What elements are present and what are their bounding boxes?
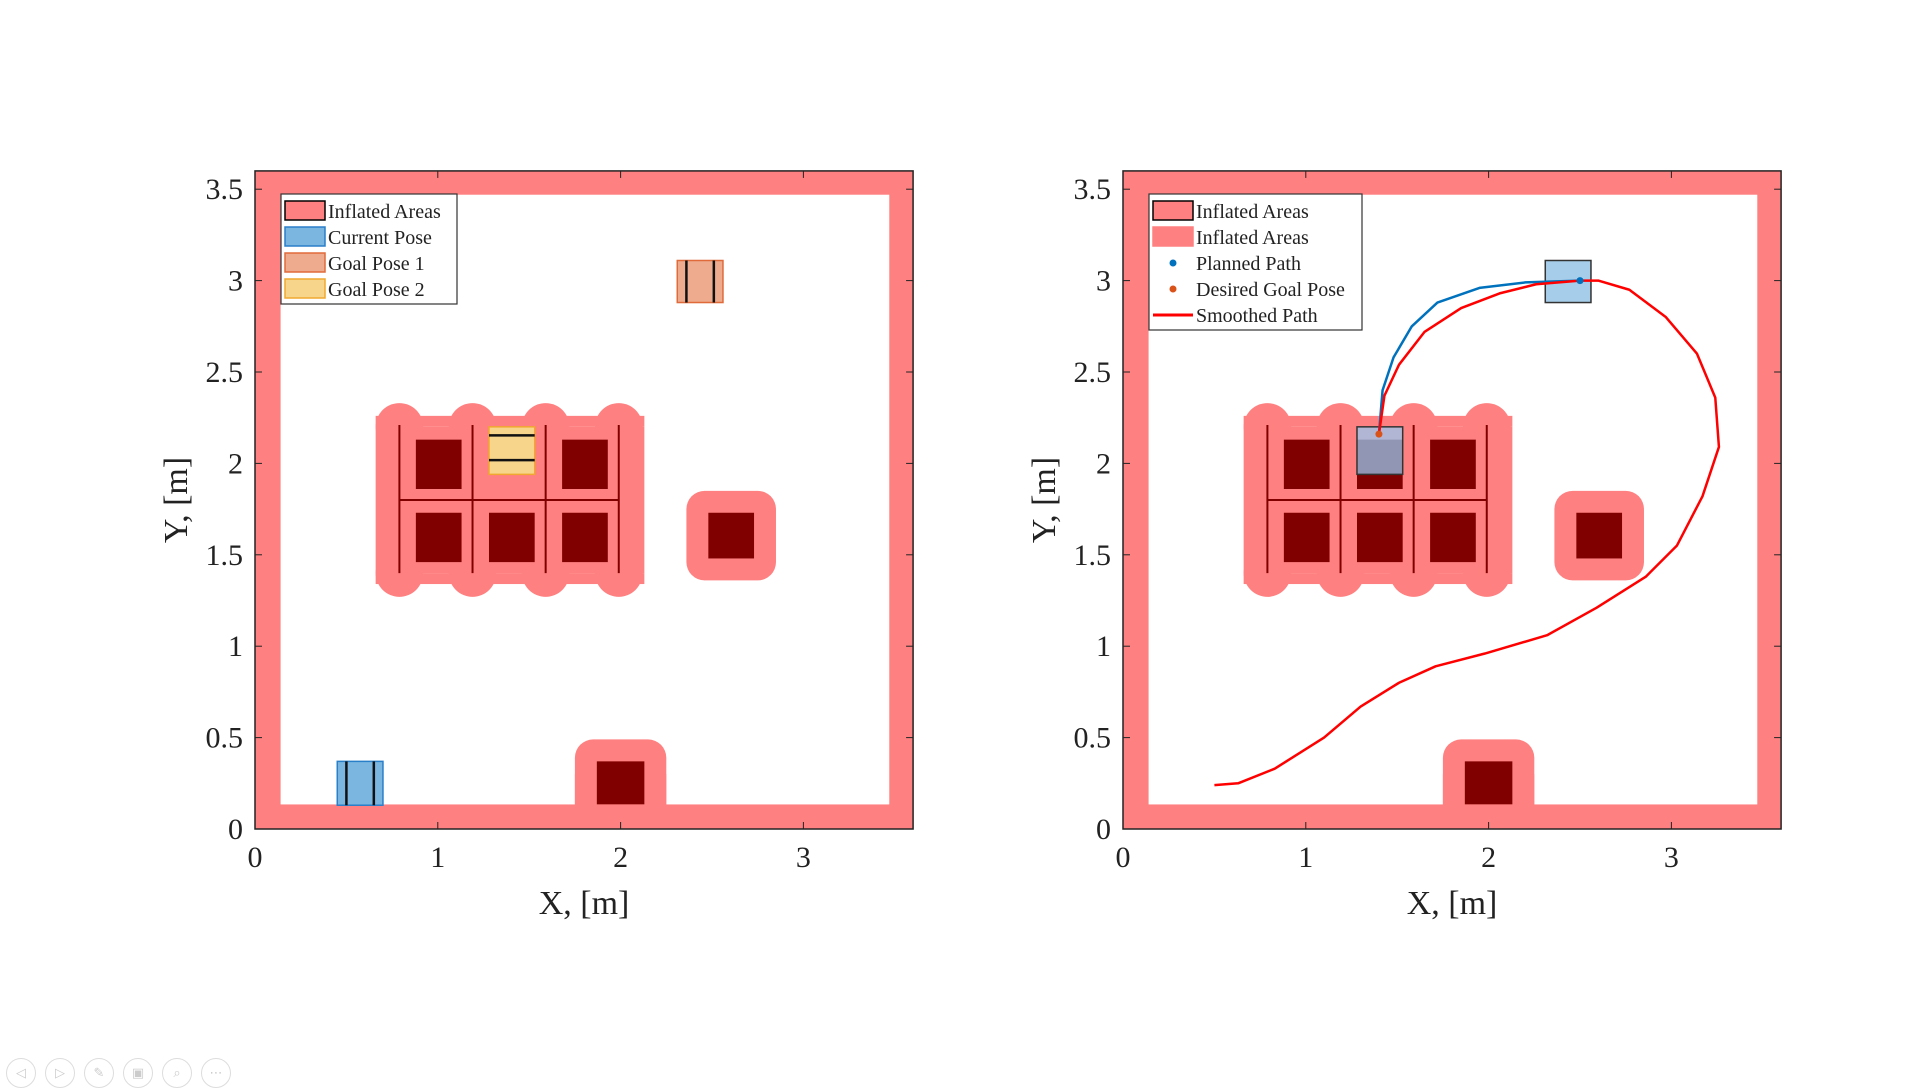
y-tick-label: 0.5	[206, 722, 244, 755]
next-icon[interactable]: ▷	[45, 1058, 75, 1088]
x-tick-label: 1	[1298, 841, 1313, 874]
obstacle	[1430, 439, 1476, 489]
legend-swatch	[284, 252, 326, 273]
obstacle	[562, 512, 608, 563]
pose-current-pose	[336, 760, 384, 806]
axes-box	[254, 170, 914, 830]
legend-swatch	[1152, 200, 1194, 221]
legend-label: Desired Goal Pose	[1196, 279, 1345, 301]
pose-goal-pose-2	[488, 426, 536, 476]
obstacle	[596, 761, 645, 805]
legend-swatch	[284, 278, 326, 299]
legend-label: Goal Pose 2	[328, 279, 425, 301]
y-tick-label: 0	[1096, 813, 1111, 846]
legend-marker	[1169, 285, 1177, 293]
y-tick-label: 2.5	[1074, 356, 1112, 389]
x-tick-label: 1	[430, 841, 445, 874]
obstacle	[1283, 512, 1330, 563]
obstacle	[1430, 512, 1476, 563]
y-axis-label: Y, [m]	[1026, 457, 1063, 543]
inflated-grid-top	[375, 415, 645, 427]
legend-label: Smoothed Path	[1196, 305, 1318, 327]
inflated-bump	[375, 549, 424, 597]
legend-label: Inflated Areas	[1196, 227, 1309, 249]
prev-icon[interactable]: ◁	[6, 1058, 36, 1088]
axes-1: 0 1 2 3 0 0.5 1 1.5 2 2.5 3 3.5 X, [m] Y, [m] Inflated…	[158, 170, 914, 922]
x-tick-label: 0	[1116, 841, 1131, 874]
obstacle	[1464, 761, 1513, 805]
pose-goal-pose-1	[676, 259, 724, 304]
inflated-grid-bottom	[375, 573, 645, 585]
x-tick-label: 3	[1664, 841, 1679, 874]
slideshow-toolbar: ◁ ▷ ✎ ▣ ⌕ ⋯	[6, 1058, 231, 1088]
legend-swatch	[284, 226, 326, 247]
y-tick-label: 2	[1096, 447, 1111, 480]
path-smoothed-path	[1214, 279, 1721, 787]
y-tick-label: 0.5	[1074, 722, 1112, 755]
x-axis-label: X, [m]	[1407, 885, 1498, 922]
inflated-bump	[1243, 549, 1292, 597]
y-tick-label: 1.5	[1074, 539, 1112, 572]
obstacle	[562, 439, 608, 489]
obstacle	[415, 439, 462, 489]
legend-label: Inflated Areas	[328, 201, 441, 223]
inflated-grid-top	[1243, 415, 1513, 427]
more-icon[interactable]: ⋯	[201, 1058, 231, 1088]
y-tick-label: 3.5	[1074, 173, 1112, 206]
y-axis-label: Y, [m]	[158, 457, 195, 543]
legend-label: Current Pose	[328, 227, 432, 249]
axes-2: 0 1 2 3 0 0.5 1 1.5 2 2.5 3 3.5 X, [m] Y, [m] Inflated…	[1026, 170, 1782, 922]
x-axis-label: X, [m]	[539, 885, 630, 922]
axes-box	[1122, 170, 1782, 830]
x-tick-label: 2	[613, 841, 628, 874]
y-tick-label: 1.5	[206, 539, 244, 572]
obstacle	[708, 512, 755, 559]
obstacle	[1356, 512, 1403, 563]
inflated-grid-bottom	[1243, 573, 1513, 585]
x-tick-label: 3	[796, 841, 811, 874]
legend-label: Goal Pose 1	[328, 253, 425, 275]
x-tick-label: 2	[1481, 841, 1496, 874]
x-tick-label: 0	[248, 841, 263, 874]
slides-icon[interactable]: ▣	[123, 1058, 153, 1088]
y-tick-label: 2.5	[206, 356, 244, 389]
pen-icon[interactable]: ✎	[84, 1058, 114, 1088]
legend-label: Inflated Areas	[1196, 201, 1309, 223]
legend-label: Planned Path	[1196, 253, 1301, 275]
legend-swatch	[1152, 226, 1194, 247]
obstacle	[415, 512, 462, 563]
y-tick-label: 1	[228, 630, 243, 663]
obstacle	[1283, 439, 1330, 489]
y-tick-label: 3.5	[206, 173, 244, 206]
y-tick-label: 3	[228, 265, 243, 298]
obstacle	[1576, 512, 1623, 559]
zoom-icon[interactable]: ⌕	[162, 1058, 192, 1088]
path-planned-path	[1377, 279, 1581, 435]
y-tick-label: 0	[228, 813, 243, 846]
dot-desired-goal-pose	[1375, 430, 1383, 438]
y-tick-label: 2	[228, 447, 243, 480]
legend-swatch	[284, 200, 326, 221]
y-tick-label: 3	[1096, 265, 1111, 298]
obstacle	[488, 512, 535, 563]
y-tick-label: 1	[1096, 630, 1111, 663]
legend-marker	[1169, 259, 1177, 267]
dot-planned-path-end	[1576, 277, 1584, 285]
